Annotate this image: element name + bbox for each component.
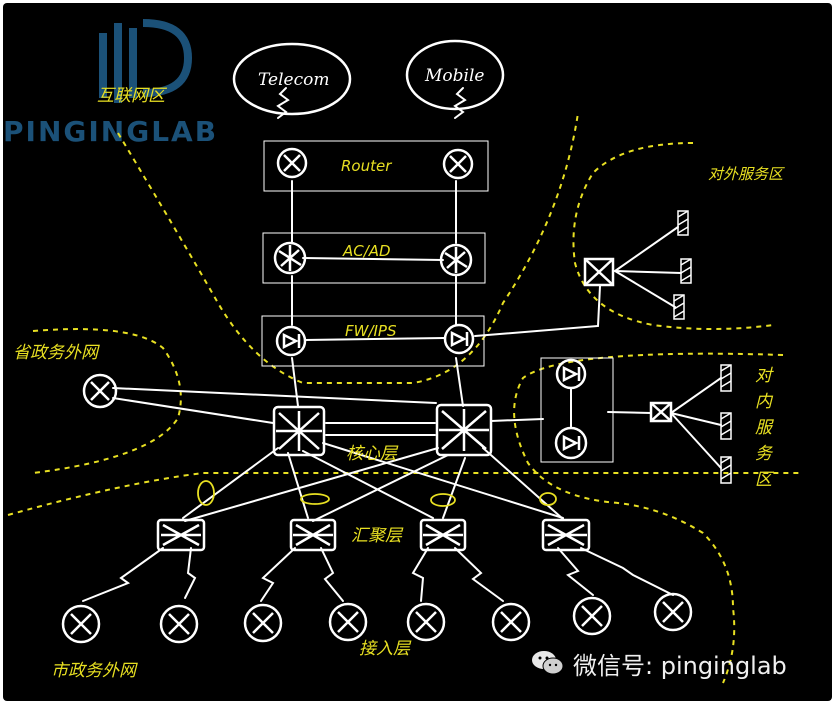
- network-diagram: PINGINGLAB: [3, 19, 803, 684]
- agg-switch-4: [541, 518, 591, 552]
- cloud-mobile-label: Mobile: [424, 66, 484, 86]
- label-internet-zone: 互联网区: [97, 86, 168, 106]
- router-right: [442, 148, 474, 180]
- link-bundles: [197, 480, 557, 507]
- switch-external-servers: [583, 257, 615, 287]
- layer-boxes: [261, 140, 614, 463]
- acad-left: [273, 241, 307, 275]
- wechat-icon: [532, 651, 564, 675]
- label-external-server-zone: 对外服务区: [708, 165, 785, 183]
- label-access: 接入层: [359, 639, 412, 659]
- label-acad: AC/AD: [342, 242, 391, 260]
- cloud-telecom-label: Telecom: [258, 70, 329, 90]
- external-servers: [673, 210, 692, 320]
- access-nodes: [61, 592, 693, 644]
- watermark-brand: PINGINGLAB: [3, 115, 218, 148]
- wechat-id: 微信号: pinginglab: [573, 651, 787, 680]
- router-left: [276, 147, 308, 179]
- label-core: 核心层: [346, 444, 399, 464]
- cloud-mobile: Mobile: [405, 39, 505, 111]
- cloud-telecom: Telecom: [232, 42, 352, 116]
- watermark-logo: PINGINGLAB: [3, 19, 218, 148]
- svg-text:区: 区: [755, 470, 775, 490]
- node-province-network: [82, 373, 118, 409]
- core-switch-left: [272, 405, 326, 457]
- internal-servers: [720, 364, 732, 484]
- core-switch-right: [435, 403, 493, 457]
- svg-text:务: 务: [755, 444, 774, 464]
- fw-right: [443, 323, 475, 355]
- svg-text:内: 内: [755, 392, 774, 412]
- svg-text:服: 服: [755, 418, 774, 438]
- agg-switch-3: [419, 518, 467, 552]
- label-city-network: 市政务外网: [51, 661, 138, 681]
- fw-internal-top: [555, 358, 587, 390]
- svg-text:对: 对: [755, 366, 774, 386]
- label-fwips: FW/IPS: [345, 322, 397, 340]
- acad-right: [439, 243, 473, 277]
- diagram-board: PINGINGLAB: [3, 3, 832, 701]
- agg-switch-1: [156, 518, 206, 552]
- fw-left: [275, 325, 307, 357]
- agg-switch-2: [289, 518, 337, 552]
- label-aggregation: 汇聚层: [351, 526, 404, 546]
- fw-internal-bottom: [554, 426, 588, 460]
- wechat-footer: 微信号: pinginglab: [531, 643, 787, 683]
- switch-internal-servers: [649, 401, 673, 423]
- label-province-network: 省政务外网: [13, 343, 100, 363]
- label-router: Router: [341, 157, 392, 175]
- label-internal-server-zone: 对 内 服 务 区: [755, 366, 775, 490]
- links: [82, 87, 722, 602]
